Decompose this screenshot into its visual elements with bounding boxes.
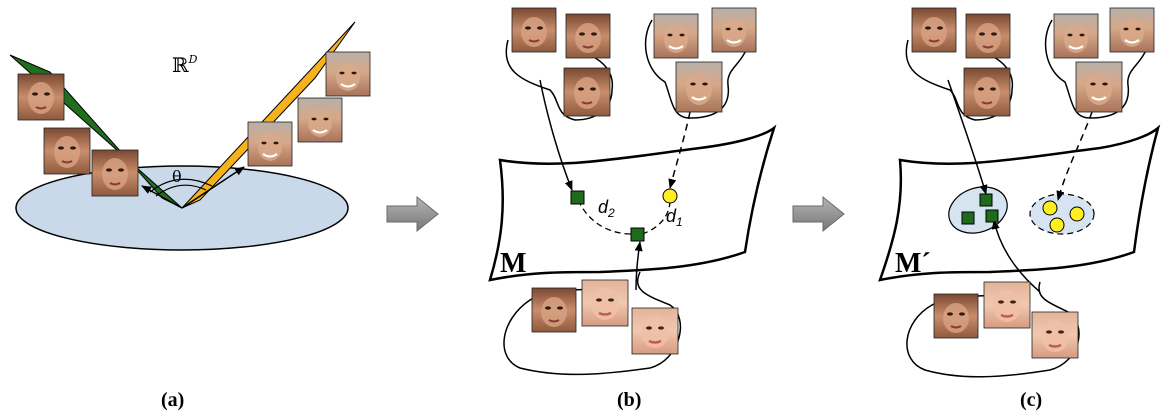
mapping-arrow-dashed [1056, 111, 1093, 201]
face-thumbnail-icon [17, 73, 65, 121]
subspace-node-yellow [662, 188, 678, 204]
subspace-node-green [961, 211, 975, 225]
angle-arc-inner [155, 184, 207, 197]
face-thumbnail-icon [653, 13, 699, 59]
manifold-M [488, 124, 777, 282]
face-thumbnail-icon [1075, 61, 1123, 113]
subspace-node-green [979, 193, 993, 207]
distance-label-d2: d2 [598, 197, 615, 220]
green-basis-arrow [141, 185, 183, 209]
subspace-node-green [630, 227, 645, 242]
subspace-node-green [985, 209, 999, 223]
face-thumbnail-icon [565, 13, 611, 59]
mapping-arrow [539, 79, 573, 191]
panel-c: M´ [878, 7, 1161, 411]
space-symbol: ℝ [172, 53, 189, 77]
face-thumbnail-icon [1109, 7, 1155, 53]
face-thumbnail-icon [933, 293, 979, 339]
space-label: ℝD [172, 53, 198, 77]
manifold-label: M´ [895, 248, 931, 279]
panel-a: θ ℝD [9, 21, 371, 411]
face-thumbnail-icon [631, 307, 679, 355]
angle-label: θ [172, 167, 182, 186]
face-thumbnail-icon [563, 67, 611, 117]
cluster-boundary-top-left [905, 39, 1014, 121]
face-thumbnail-icon [247, 121, 293, 167]
face-thumbnail-icon [297, 97, 343, 143]
mapping-arrow-dashed [668, 111, 691, 189]
face-thumbnail-icon [911, 7, 957, 53]
caption-c: (c) [1020, 389, 1042, 411]
distance-label-d1: d1 [666, 206, 683, 229]
angle-arc-outer [149, 178, 213, 193]
face-thumbnail-icon [983, 281, 1031, 329]
space-superscript: D [188, 53, 198, 66]
face-thumbnail-icon [711, 7, 757, 53]
mapping-arrow [991, 219, 1041, 293]
manifold-label: M [500, 248, 526, 279]
face-thumbnail-icon [965, 13, 1011, 59]
cluster-boundary-top-left [505, 39, 614, 121]
face-thumbnail-icon [531, 287, 577, 333]
manifold-M-prime [878, 124, 1161, 282]
caption-b: (b) [617, 389, 641, 411]
face-thumbnail-icon [91, 149, 139, 197]
right-arrow-icon [792, 195, 845, 233]
face-thumbnail-icon [1031, 311, 1079, 359]
face-thumbnail-icon [675, 61, 723, 113]
subspace-node-yellow [1069, 206, 1085, 222]
face-thumbnail-icon [43, 127, 91, 175]
subspace-node-green [570, 190, 585, 205]
face-thumbnail-icon [963, 67, 1011, 117]
distance-path-d1 [641, 199, 671, 235]
subspace-node-yellow [1049, 217, 1065, 233]
caption-a: (a) [161, 389, 184, 411]
orange-cone [181, 21, 356, 209]
face-thumbnail-icon [325, 51, 371, 97]
right-arrow-icon [386, 195, 439, 233]
panel-b: M d2 d1 [488, 7, 777, 411]
orange-basis-arrow [181, 166, 245, 209]
face-thumbnail-icon [511, 7, 557, 53]
face-thumbnail-icon [1053, 13, 1099, 59]
mapping-arrow [947, 79, 988, 195]
distance-path-d2 [577, 199, 637, 235]
mapping-arrow [634, 241, 643, 291]
subspace-node-yellow [1042, 200, 1058, 216]
face-thumbnail-icon [581, 279, 629, 327]
